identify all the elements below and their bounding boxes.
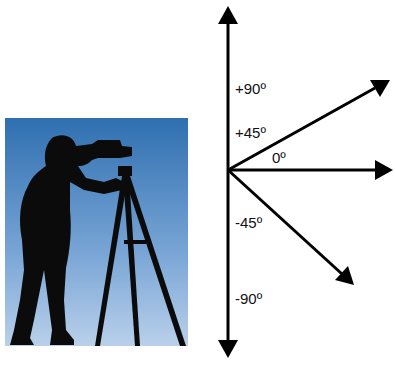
angle-label: +90º <box>235 80 266 97</box>
photographer-picture <box>5 118 188 346</box>
angle-label: 0º <box>272 149 286 166</box>
angle-label: +45º <box>235 124 266 141</box>
angle-label: -45º <box>235 214 262 231</box>
angle-arrows <box>218 6 393 358</box>
angle-label: -90º <box>235 290 262 307</box>
